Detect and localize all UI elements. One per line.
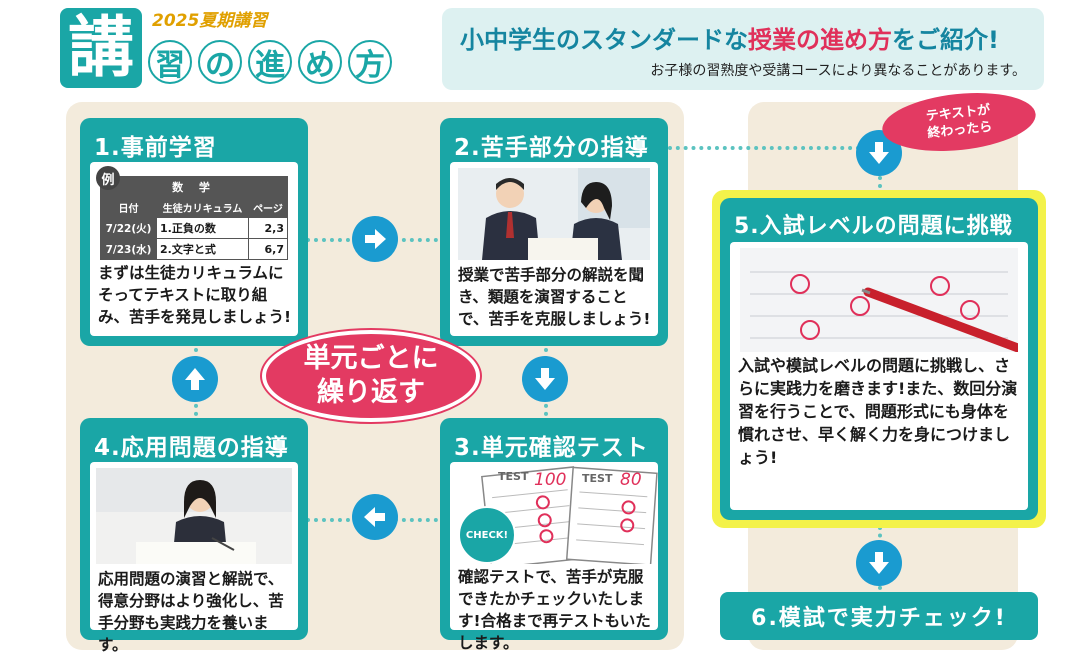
step1-body: 例 数 学 日付 生徒カリキュラム ページ 7/22(火) 1.正負の数 2,3… [90, 162, 298, 336]
step1-card: 1.事前学習 例 数 学 日付 生徒カリキュラム ページ 7/22(火) 1.正… [80, 118, 308, 346]
title-char: 方 [348, 40, 392, 84]
step5-card: 5.入試レベルの問題に挑戦 入試や模試レベルの問題に挑戦し、さらに実践力を磨きま… [720, 198, 1038, 520]
step1-title: 1.事前学習 [94, 135, 217, 161]
score-100: 100 [534, 470, 567, 490]
student-photo [96, 468, 292, 564]
arrow-down-icon [522, 356, 568, 402]
step1-text: まずは生徒カリキュラムにそってテキストに取り組み、苦手を発見しましょう! [98, 264, 292, 326]
tutoring-photo [458, 168, 650, 260]
table-row: 7/22(火) 1.正負の数 2,3 [99, 217, 289, 239]
step4-text: 応用問題の演習と解説で、得意分野はより強化し、苦手分野も実践力を養います。 [98, 570, 284, 654]
title-kou-block: 講 [60, 8, 142, 88]
step3-text: 確認テストで、苦手が克服できたかチェックいたします!合格まで再テストもいたします… [458, 568, 651, 652]
step4-title: 4.応用問題の指導 [94, 435, 289, 461]
arrow-right-icon [352, 216, 398, 262]
title-char: 習 [148, 40, 192, 84]
intro-headline: 小中学生のスタンダードな授業の進め方をご紹介! [460, 26, 999, 54]
step5-body: 入試や模試レベルの問題に挑戦し、さらに実践力を磨きます!また、数回分演習を行うこ… [730, 242, 1028, 510]
curriculum-table: 数 学 日付 生徒カリキュラム ページ 7/22(火) 1.正負の数 2,3 7… [99, 176, 289, 260]
example-badge: 例 [96, 166, 120, 190]
step5-title: 5.入試レベルの問題に挑戦 [734, 214, 1013, 239]
connector [878, 176, 882, 196]
score-80: 80 [620, 470, 642, 490]
step5-text: 入試や模試レベルの問題に挑戦し、さらに実践力を磨きます!また、数回分演習を行うこ… [738, 356, 1018, 467]
intro-note: お子様の習熟度や受講コースにより異なることがあります。 [650, 63, 1026, 79]
step2-title: 2.苦手部分の指導 [454, 135, 649, 161]
title-chars: 習 の 進 め 方 [148, 40, 392, 84]
test-label: TEST [498, 470, 529, 483]
repeat-badge: 単元ごとに 繰り返す [262, 330, 480, 422]
step6-card: 6.模試で実力チェック! [720, 592, 1038, 640]
title-char: の [198, 40, 242, 84]
exam-paper-photo [740, 248, 1018, 352]
step3-title: 3.単元確認テスト [454, 435, 649, 461]
step4-card: 4.応用問題の指導 応用問題の演習と解説で、得意分野はより強化し、苦手分野も実践… [80, 418, 308, 654]
connector [668, 146, 868, 150]
test-label: TEST [582, 472, 613, 485]
step4-body: 応用問題の演習と解説で、得意分野はより強化し、苦手分野も実践力を養います。 [90, 462, 298, 654]
step2-text: 授業で苦手部分の解説を聞き、類題を演習することで、苦手を克服しましょう! [458, 266, 651, 328]
year-label: 2025夏期講習 [152, 11, 268, 31]
table-row: 7/23(水) 2.文字と式 6,7 [99, 238, 289, 260]
step2-body: 授業で苦手部分の解説を聞き、類題を演習することで、苦手を克服しましょう! [450, 162, 658, 336]
title-char: 進 [248, 40, 292, 84]
check-badge: CHECK! [458, 506, 516, 564]
step2-card: 2.苦手部分の指導 授業で苦手部分の解説を聞き、類題を演習することで、苦手を克服… [440, 118, 668, 346]
arrow-down-icon [856, 540, 902, 586]
arrow-up-icon [172, 356, 218, 402]
intro-box: 小中学生のスタンダードな授業の進め方をご紹介! お子様の習熟度や受講コースにより… [442, 8, 1044, 90]
arrow-left-icon [352, 494, 398, 540]
title-char: め [298, 40, 342, 84]
